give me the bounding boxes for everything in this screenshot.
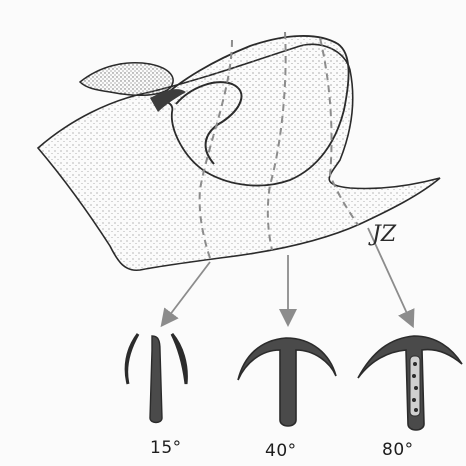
bone-rim [80, 63, 173, 95]
cross-section-15 [126, 334, 186, 423]
arrow-15 [166, 262, 210, 320]
angle-label-15: 15° [150, 438, 182, 458]
cross-section-40 [238, 338, 336, 426]
cross-section-80 [358, 336, 462, 430]
angle-label-40: 40° [265, 441, 297, 461]
angle-label-80: 80° [382, 440, 414, 460]
artist-signature: JZ [372, 222, 396, 247]
